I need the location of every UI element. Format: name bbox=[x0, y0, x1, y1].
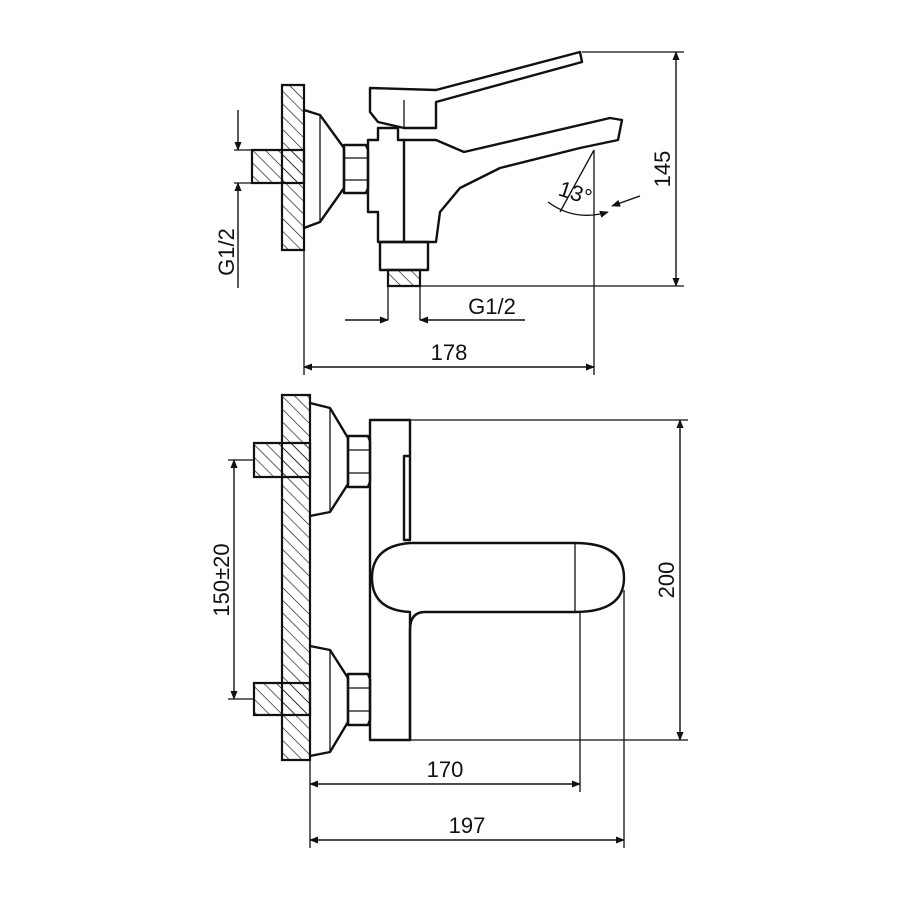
escutcheon-lower-plan bbox=[308, 644, 350, 758]
dim-centers-plan: 150±20 bbox=[209, 543, 234, 616]
mixer-body-side bbox=[366, 126, 406, 244]
dim-angle-side: 13° bbox=[556, 176, 595, 210]
dim-spout-plan: 170 bbox=[427, 757, 464, 782]
mixer-body-plan bbox=[368, 418, 412, 742]
lever-handle-side bbox=[368, 50, 584, 130]
dim-height-plan: 200 bbox=[654, 562, 679, 599]
lower-pipe-plan bbox=[252, 681, 312, 717]
dim-height-side: 145 bbox=[650, 151, 675, 188]
hex-nut-lower-plan bbox=[346, 672, 372, 727]
dim-width-side: 178 bbox=[431, 340, 468, 365]
lower-pipe-side bbox=[386, 268, 422, 288]
side-view: 145 178 G1/2 G1/2 13° bbox=[214, 50, 684, 375]
dim-inlet-side: G1/2 bbox=[214, 228, 239, 276]
escutcheon-upper-plan bbox=[308, 401, 350, 518]
escutcheon-side bbox=[302, 108, 346, 230]
dim-inlet-bottom: G1/2 bbox=[468, 294, 516, 319]
hex-nut-upper-plan bbox=[346, 434, 372, 489]
inlet-pipe-side bbox=[250, 148, 306, 185]
spout-handle-plan bbox=[370, 541, 626, 742]
upper-pipe-plan bbox=[252, 441, 312, 479]
hex-nut-side bbox=[342, 143, 370, 195]
plan-view: 200 150±20 170 197 bbox=[209, 393, 688, 848]
spout-side bbox=[402, 116, 624, 244]
dim-width-plan: 197 bbox=[449, 813, 486, 838]
lower-outlet-side bbox=[378, 240, 430, 272]
